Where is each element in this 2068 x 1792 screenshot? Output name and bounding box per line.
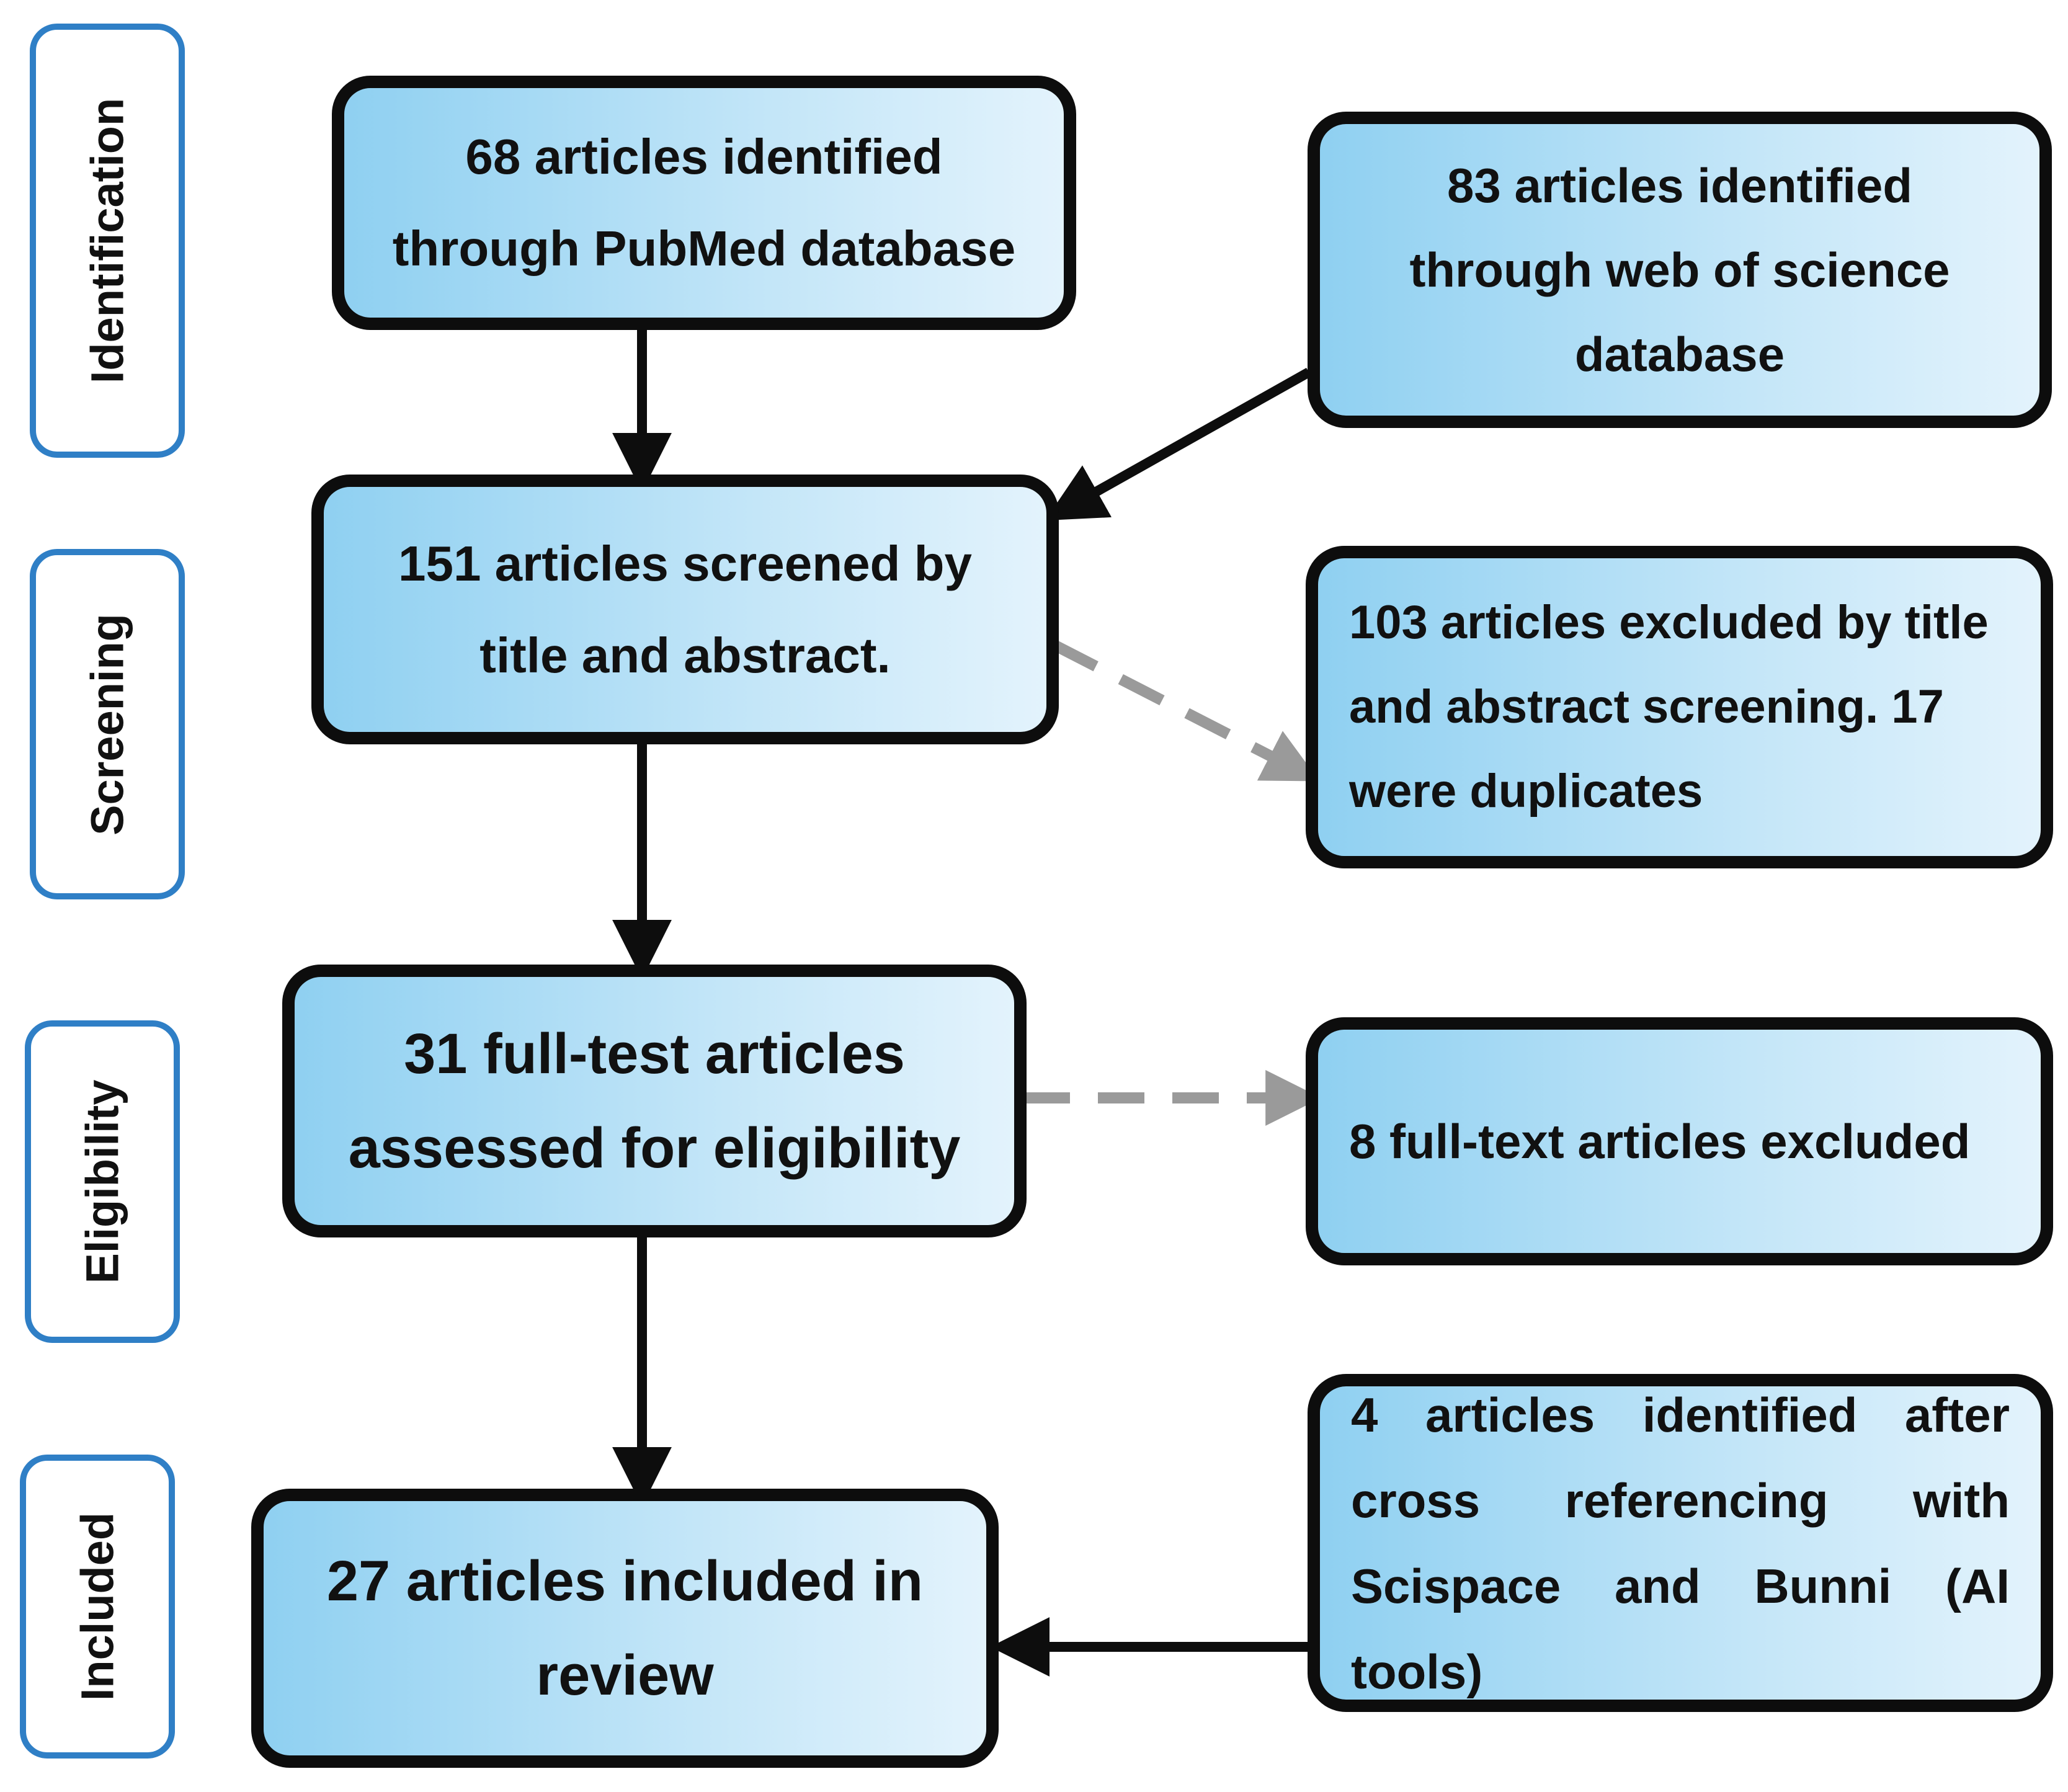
stage-identification: Identification — [30, 24, 185, 458]
box-pubmed-text: 68 articles identified through PubMed da… — [392, 129, 1016, 276]
stage-eligibility-label: Eligibility — [76, 1079, 128, 1284]
box-excluded-fulltext-text: 8 full-text articles excluded — [1349, 1114, 1971, 1169]
box-web-of-science: 83 articles identified through web of sc… — [1308, 112, 2052, 428]
stage-identification-label: Identification — [81, 97, 133, 384]
box-eligibility: 31 full-test articles assessed for eligi… — [282, 965, 1027, 1237]
arrow-screened-to-excluded — [1051, 640, 1320, 782]
box-excluded-screening: 103 articles excluded by title and abstr… — [1306, 546, 2053, 868]
stage-screening-label: Screening — [81, 613, 133, 836]
box-included: 27 articles included in review — [251, 1489, 999, 1768]
box-web-of-science-text: 83 articles identified through web of sc… — [1409, 158, 1950, 381]
box-screened-text: 151 articles screened by title and abstr… — [398, 535, 973, 683]
arrow-wos-to-screened — [1045, 368, 1311, 521]
box-excluded-fulltext: 8 full-text articles excluded — [1306, 1017, 2053, 1265]
stage-screening: Screening — [30, 549, 185, 899]
box-excluded-screening-text: 103 articles excluded by title and abstr… — [1349, 596, 1989, 818]
stage-included-label: Included — [71, 1512, 123, 1701]
stage-eligibility: Eligibility — [25, 1020, 180, 1343]
box-cross-referencing: 4 articles identified after cross refere… — [1308, 1374, 2053, 1712]
box-pubmed: 68 articles identified through PubMed da… — [332, 76, 1076, 330]
box-included-text: 27 articles included in review — [326, 1549, 924, 1707]
box-screened: 151 articles screened by title and abstr… — [311, 475, 1059, 744]
stage-included: Included — [20, 1455, 175, 1759]
box-cross-referencing-text: 4 articles identified after cross refere… — [1351, 1387, 2010, 1699]
box-eligibility-text: 31 full-test articles assessed for eligi… — [348, 1022, 961, 1180]
